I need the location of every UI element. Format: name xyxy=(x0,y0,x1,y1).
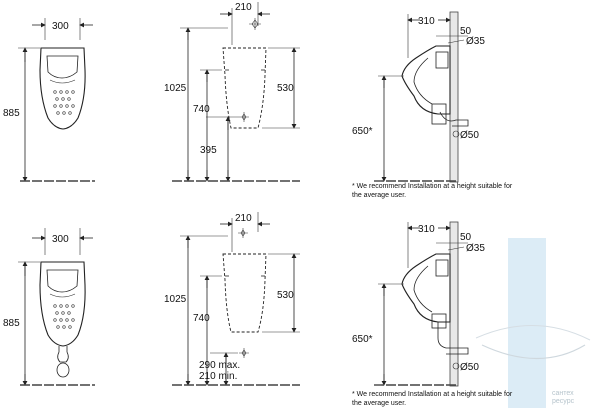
watermark: сантех ресурс xyxy=(475,238,591,408)
wall-mid-label: 740 xyxy=(193,104,210,115)
side-depth-label: 310 xyxy=(418,16,435,27)
side-inlet-label: Ø35 xyxy=(466,36,485,47)
wall-min-label: 210 min. xyxy=(199,371,237,382)
front-height-label: 885 xyxy=(3,108,20,119)
wall-max-label: 290 max. xyxy=(199,360,240,371)
side-depth-label-2: 310 xyxy=(418,224,435,235)
side-outlet-label: Ø50 xyxy=(460,130,479,141)
wall-view-bottom: 210 1025 740 290 max. 210 min. 530 xyxy=(164,212,300,386)
wall-height-label-2: 1025 xyxy=(164,294,187,305)
side-view-top: 310 50 Ø35 Ø50 650* * We recommend Insta… xyxy=(352,11,513,199)
watermark-line2: ресурс xyxy=(552,398,575,405)
note-top-line2: the average user. xyxy=(352,192,406,199)
front-view-top: 300 885 xyxy=(3,18,95,182)
side-top-label-2: 50 xyxy=(460,232,472,243)
front-width-label: 300 xyxy=(52,21,69,32)
side-inlet-label-2: Ø35 xyxy=(466,243,485,254)
note-top-line1: * We recommend Installation at a height … xyxy=(352,183,513,190)
side-outlet-label-2: Ø50 xyxy=(460,362,479,373)
side-height-label: 650* xyxy=(352,126,373,137)
wall-offset-label: 210 xyxy=(235,2,252,13)
wall-mid-label-2: 740 xyxy=(193,313,210,324)
note-bottom-line1: * We recommend Installation at a height … xyxy=(352,391,513,398)
note-bottom-line2: the average user. xyxy=(352,400,406,407)
watermark-line1: сантех xyxy=(552,390,574,397)
wall-view-top: 210 1025 740 395 530 xyxy=(164,2,300,182)
wall-depth-label: 530 xyxy=(277,83,294,94)
front-height-label-2: 885 xyxy=(3,318,20,329)
front-width-label-2: 300 xyxy=(52,234,69,245)
wall-height-label: 1025 xyxy=(164,83,187,94)
wall-offset-label-2: 210 xyxy=(235,213,252,224)
wall-low-label: 395 xyxy=(200,145,217,156)
front-view-bottom: 300 885 xyxy=(3,228,95,386)
side-height-label-2: 650* xyxy=(352,334,373,345)
wall-depth-label-2: 530 xyxy=(277,290,294,301)
side-view-bottom: 310 50 Ø35 Ø50 650* * We recommend Insta… xyxy=(352,221,513,407)
side-top-label: 50 xyxy=(460,26,472,37)
